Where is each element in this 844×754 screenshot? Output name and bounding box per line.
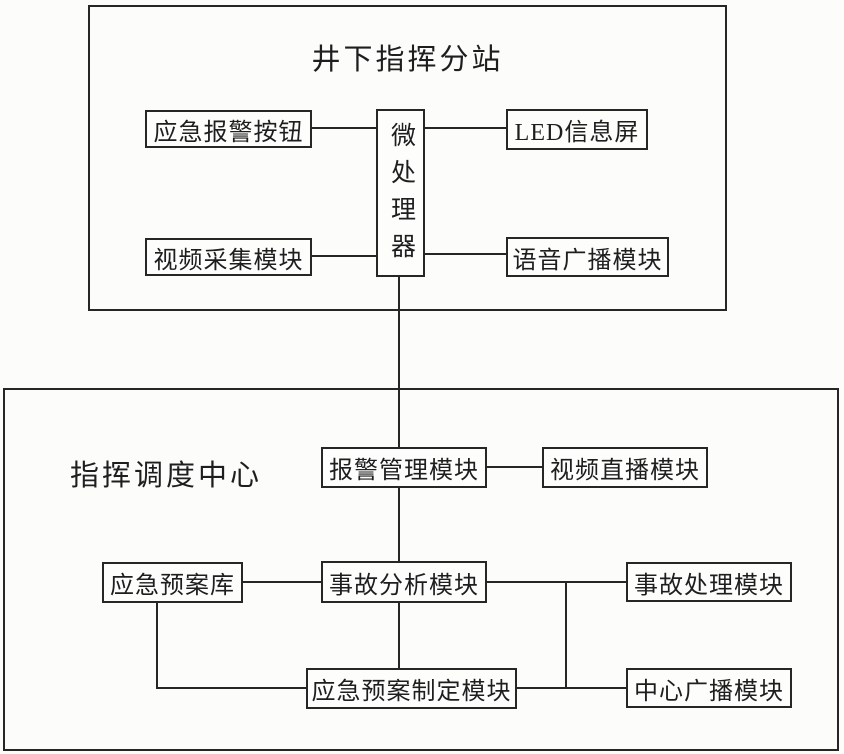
- connector-plan-library-plan-formulation: [156, 687, 306, 689]
- connector-substation-dispatch-center: [398, 277, 400, 447]
- node-voice-broadcast-module: 语音广播模块: [506, 237, 669, 277]
- node-center-broadcast-module: 中心广播模块: [626, 668, 792, 708]
- connector-microprocessor-voice-broadcast: [425, 253, 506, 255]
- node-microprocessor: 微处理器: [376, 109, 425, 277]
- connector-alarm-mgmt-video-live: [487, 466, 542, 468]
- node-emergency-plan-library: 应急预案库: [102, 562, 243, 603]
- substation-section-box: [88, 5, 727, 311]
- node-accident-handling-module: 事故处理模块: [626, 562, 792, 602]
- dispatch-center-section-box: [3, 388, 839, 751]
- connector-plan-library-elbow-vertical: [156, 603, 158, 689]
- node-accident-analysis-module: 事故分析模块: [321, 561, 487, 603]
- node-emergency-alarm-button: 应急报警按钮: [145, 110, 312, 148]
- dispatch-center-title: 指挥调度中心: [70, 460, 263, 492]
- connector-alarm-mgmt-accident-analysis: [398, 488, 400, 561]
- node-led-info-screen: LED信息屏: [506, 109, 648, 150]
- connector-accident-analysis-accident-handling: [487, 581, 626, 583]
- substation-title: 井下指挥分站: [311, 44, 504, 76]
- connector-microprocessor-led-screen: [425, 127, 506, 129]
- node-emergency-plan-formulation-module: 应急预案制定模块: [306, 668, 517, 709]
- connector-accident-analysis-plan-formulation: [398, 603, 400, 668]
- connector-plan-library-accident-analysis: [243, 581, 321, 583]
- node-video-capture-module: 视频采集模块: [145, 238, 312, 276]
- connector-video-capture-microprocessor: [312, 255, 377, 257]
- node-video-live-module: 视频直播模块: [542, 447, 708, 488]
- node-alarm-management-module: 报警管理模块: [321, 447, 487, 488]
- connector-analysis-row-to-broadcast-row-branch: [565, 581, 567, 689]
- connector-plan-formulation-center-broadcast: [517, 687, 626, 689]
- connector-alarm-button-microprocessor: [312, 127, 377, 129]
